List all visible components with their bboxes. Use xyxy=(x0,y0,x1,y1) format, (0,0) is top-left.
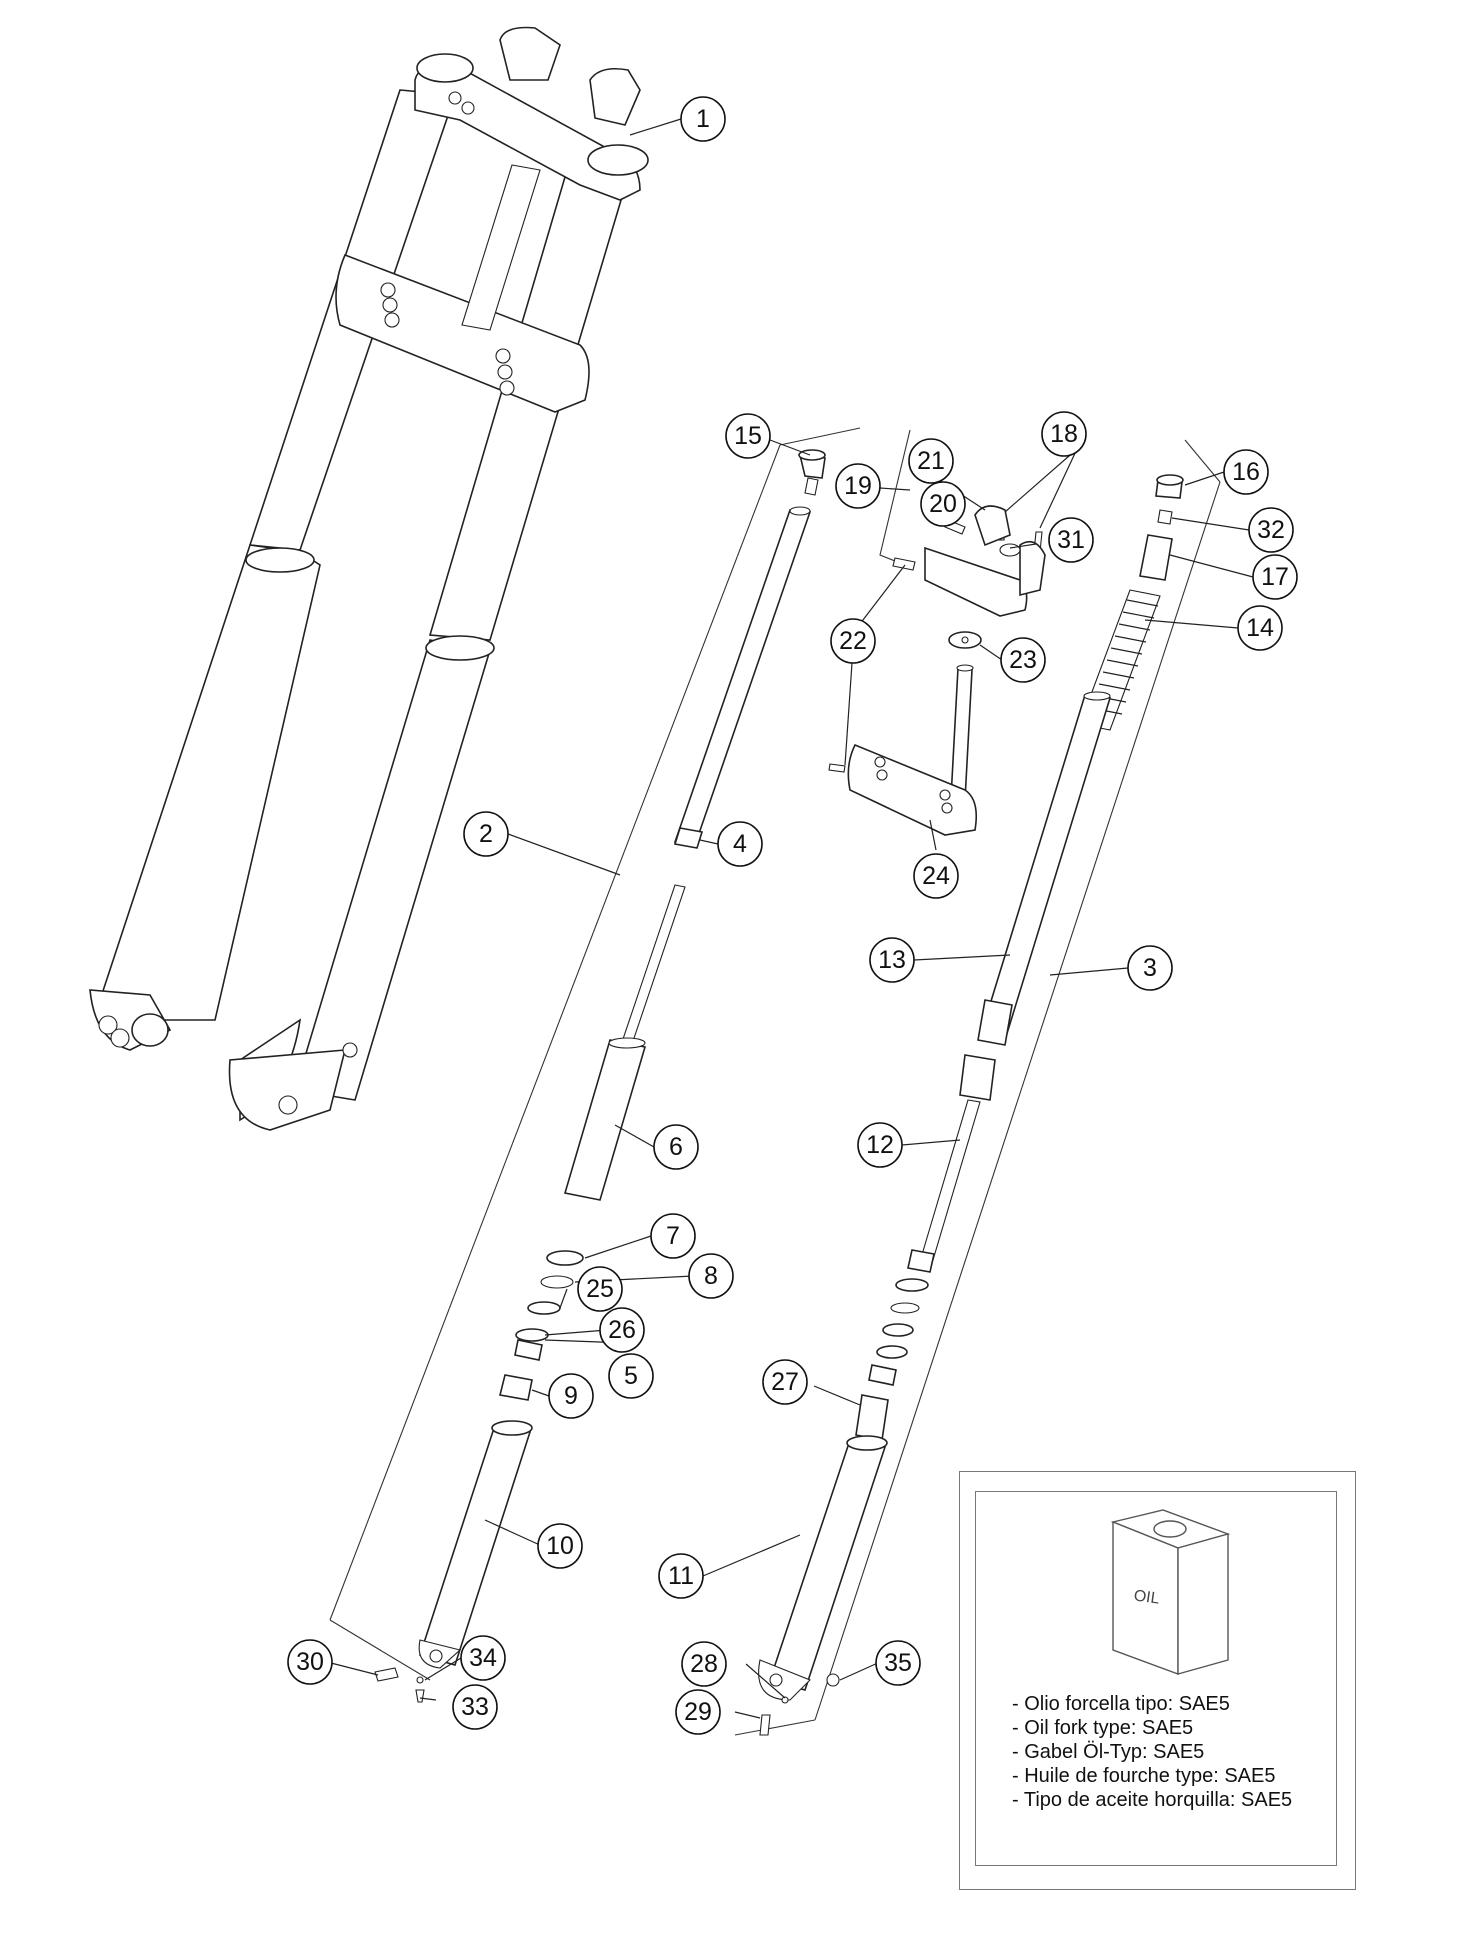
callout-5: 5 xyxy=(608,1353,654,1399)
svg-text:30: 30 xyxy=(296,1648,324,1676)
callout-22: 22 xyxy=(830,618,876,664)
callout-17: 17 xyxy=(1252,554,1298,600)
callout-14: 14 xyxy=(1237,605,1283,651)
svg-text:12: 12 xyxy=(866,1131,894,1159)
callout-16: 16 xyxy=(1223,449,1269,495)
svg-text:32: 32 xyxy=(1257,516,1285,544)
oil-info-inner-frame: OIL - Olio forcella tipo: SAE5 - Oil for… xyxy=(975,1491,1337,1866)
right-leg-parts xyxy=(758,474,1184,1736)
oil-note-en: - Oil fork type: SAE5 xyxy=(1012,1717,1194,1739)
callout-25: 25 xyxy=(577,1266,623,1312)
oil-container-icon: OIL xyxy=(1110,1509,1231,1676)
svg-text:19: 19 xyxy=(844,472,872,500)
callout-33: 33 xyxy=(452,1684,498,1730)
callout-12: 12 xyxy=(857,1122,903,1168)
svg-text:31: 31 xyxy=(1057,526,1085,554)
callout-10: 10 xyxy=(537,1523,583,1569)
callout-8: 8 xyxy=(688,1253,734,1299)
svg-text:18: 18 xyxy=(1050,420,1078,448)
svg-text:11: 11 xyxy=(668,1562,694,1590)
svg-text:26: 26 xyxy=(608,1316,636,1344)
callout-30: 30 xyxy=(287,1639,333,1685)
svg-text:2: 2 xyxy=(479,820,493,848)
oil-note-fr: - Huile de fourche type: SAE5 xyxy=(1012,1765,1276,1787)
svg-text:6: 6 xyxy=(669,1133,683,1161)
callout-2: 2 xyxy=(463,811,509,857)
svg-text:17: 17 xyxy=(1261,563,1289,591)
callout-23: 23 xyxy=(1000,637,1046,683)
callout-21: 21 xyxy=(908,438,954,484)
svg-text:14: 14 xyxy=(1246,614,1274,642)
svg-text:10: 10 xyxy=(546,1532,574,1560)
oil-type-notes: - Olio forcella tipo: SAE5 - Oil fork ty… xyxy=(1012,1692,1292,1812)
callout-27: 27 xyxy=(762,1359,808,1405)
callout-4: 4 xyxy=(717,821,763,867)
callout-26: 26 xyxy=(599,1307,645,1353)
svg-text:16: 16 xyxy=(1232,458,1260,486)
left-leg-guide xyxy=(329,427,861,1681)
oil-note-es: - Tipo de aceite horquilla: SAE5 xyxy=(1012,1789,1293,1811)
left-leg-parts xyxy=(374,449,826,1703)
callout-29: 29 xyxy=(675,1689,721,1735)
callout-24: 24 xyxy=(913,853,959,899)
svg-text:27: 27 xyxy=(771,1368,799,1396)
clamp-guide xyxy=(879,429,911,566)
svg-text:25: 25 xyxy=(586,1275,614,1303)
oil-info-box: OIL - Olio forcella tipo: SAE5 - Oil for… xyxy=(959,1471,1356,1890)
callout-19: 19 xyxy=(835,463,881,509)
callout-9: 9 xyxy=(548,1373,594,1419)
callout-31: 31 xyxy=(1048,517,1094,563)
callout-11: 11 xyxy=(658,1553,704,1599)
callout-32: 32 xyxy=(1248,507,1294,553)
svg-text:8: 8 xyxy=(704,1262,718,1290)
callout-28: 28 xyxy=(681,1641,727,1687)
svg-text:21: 21 xyxy=(917,447,945,475)
svg-text:22: 22 xyxy=(839,627,867,655)
svg-text:5: 5 xyxy=(624,1362,638,1390)
svg-text:1: 1 xyxy=(696,105,710,133)
svg-text:9: 9 xyxy=(564,1382,578,1410)
svg-text:24: 24 xyxy=(922,862,950,890)
callout-13: 13 xyxy=(869,937,915,983)
callout-15: 15 xyxy=(725,413,771,459)
callout-7: 7 xyxy=(650,1213,696,1259)
svg-text:34: 34 xyxy=(469,1644,497,1672)
oil-note-de: - Gabel Öl-Typ: SAE5 xyxy=(1012,1741,1205,1763)
clamp-parts xyxy=(828,505,1046,836)
svg-text:33: 33 xyxy=(461,1693,489,1721)
callout-20: 20 xyxy=(920,481,966,527)
assembled-fork xyxy=(89,26,649,1131)
oil-container-label: OIL xyxy=(1133,1587,1161,1607)
callout-1: 1 xyxy=(680,96,726,142)
svg-text:28: 28 xyxy=(690,1650,718,1678)
callout-34: 34 xyxy=(460,1635,506,1681)
callouts: 1 2 3 4 5 6 7 8 9 10 11 12 13 14 15 16 1… xyxy=(287,96,1298,1735)
callout-35: 35 xyxy=(875,1640,921,1686)
svg-text:4: 4 xyxy=(733,830,747,858)
svg-text:23: 23 xyxy=(1009,646,1037,674)
oil-note-it: - Olio forcella tipo: SAE5 xyxy=(1012,1693,1230,1715)
svg-text:29: 29 xyxy=(684,1698,712,1726)
svg-text:13: 13 xyxy=(878,946,906,974)
callout-18: 18 xyxy=(1041,411,1087,457)
svg-text:20: 20 xyxy=(929,490,957,518)
svg-text:35: 35 xyxy=(884,1649,912,1677)
callout-6: 6 xyxy=(653,1124,699,1170)
callout-3: 3 xyxy=(1127,945,1173,991)
svg-text:7: 7 xyxy=(666,1222,680,1250)
svg-text:15: 15 xyxy=(734,422,762,450)
svg-text:3: 3 xyxy=(1143,954,1157,982)
